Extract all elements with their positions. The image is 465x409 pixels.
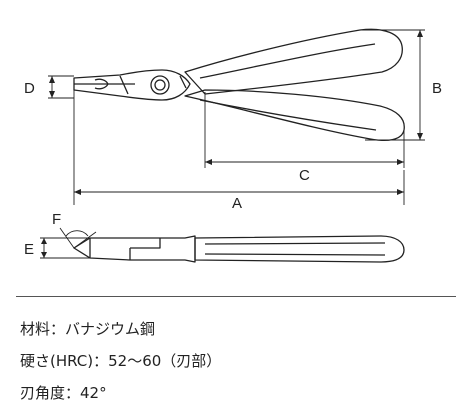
side-view-handle-inner <box>204 242 386 256</box>
top-view-pivot <box>150 75 170 95</box>
dimension-f-angle <box>59 227 97 249</box>
dimension-label-b: B <box>432 80 442 97</box>
top-view-lower-handle <box>184 89 405 141</box>
dimension-label-d: D <box>24 80 35 97</box>
spec-blade-angle: 刃角度：42° <box>20 384 107 402</box>
spec-hardness: 硬さ(HRC)：52～60（刃部） <box>20 352 222 370</box>
top-view-upper-handle <box>184 28 403 95</box>
side-view-tip <box>73 237 91 259</box>
top-view-head <box>73 69 191 101</box>
pliers-drawing: D B C A F E <box>24 28 442 263</box>
dimension-label-f: F <box>52 211 61 228</box>
top-view-upper-handle-inner <box>199 43 376 79</box>
dimension-label-c: C <box>299 167 310 184</box>
dimension-label-e: E <box>24 241 34 258</box>
section-divider <box>16 296 456 297</box>
side-view-joint <box>129 238 161 260</box>
side-view-head <box>89 235 196 263</box>
spec-material: 材料：バナジウム鋼 <box>20 320 156 338</box>
top-view-lower-handle-inner <box>199 99 377 131</box>
dimension-label-a: A <box>232 195 242 212</box>
top-view-spring-notch <box>94 78 109 90</box>
side-view-handle <box>194 235 405 263</box>
top-view-pivot-inner <box>154 79 166 91</box>
